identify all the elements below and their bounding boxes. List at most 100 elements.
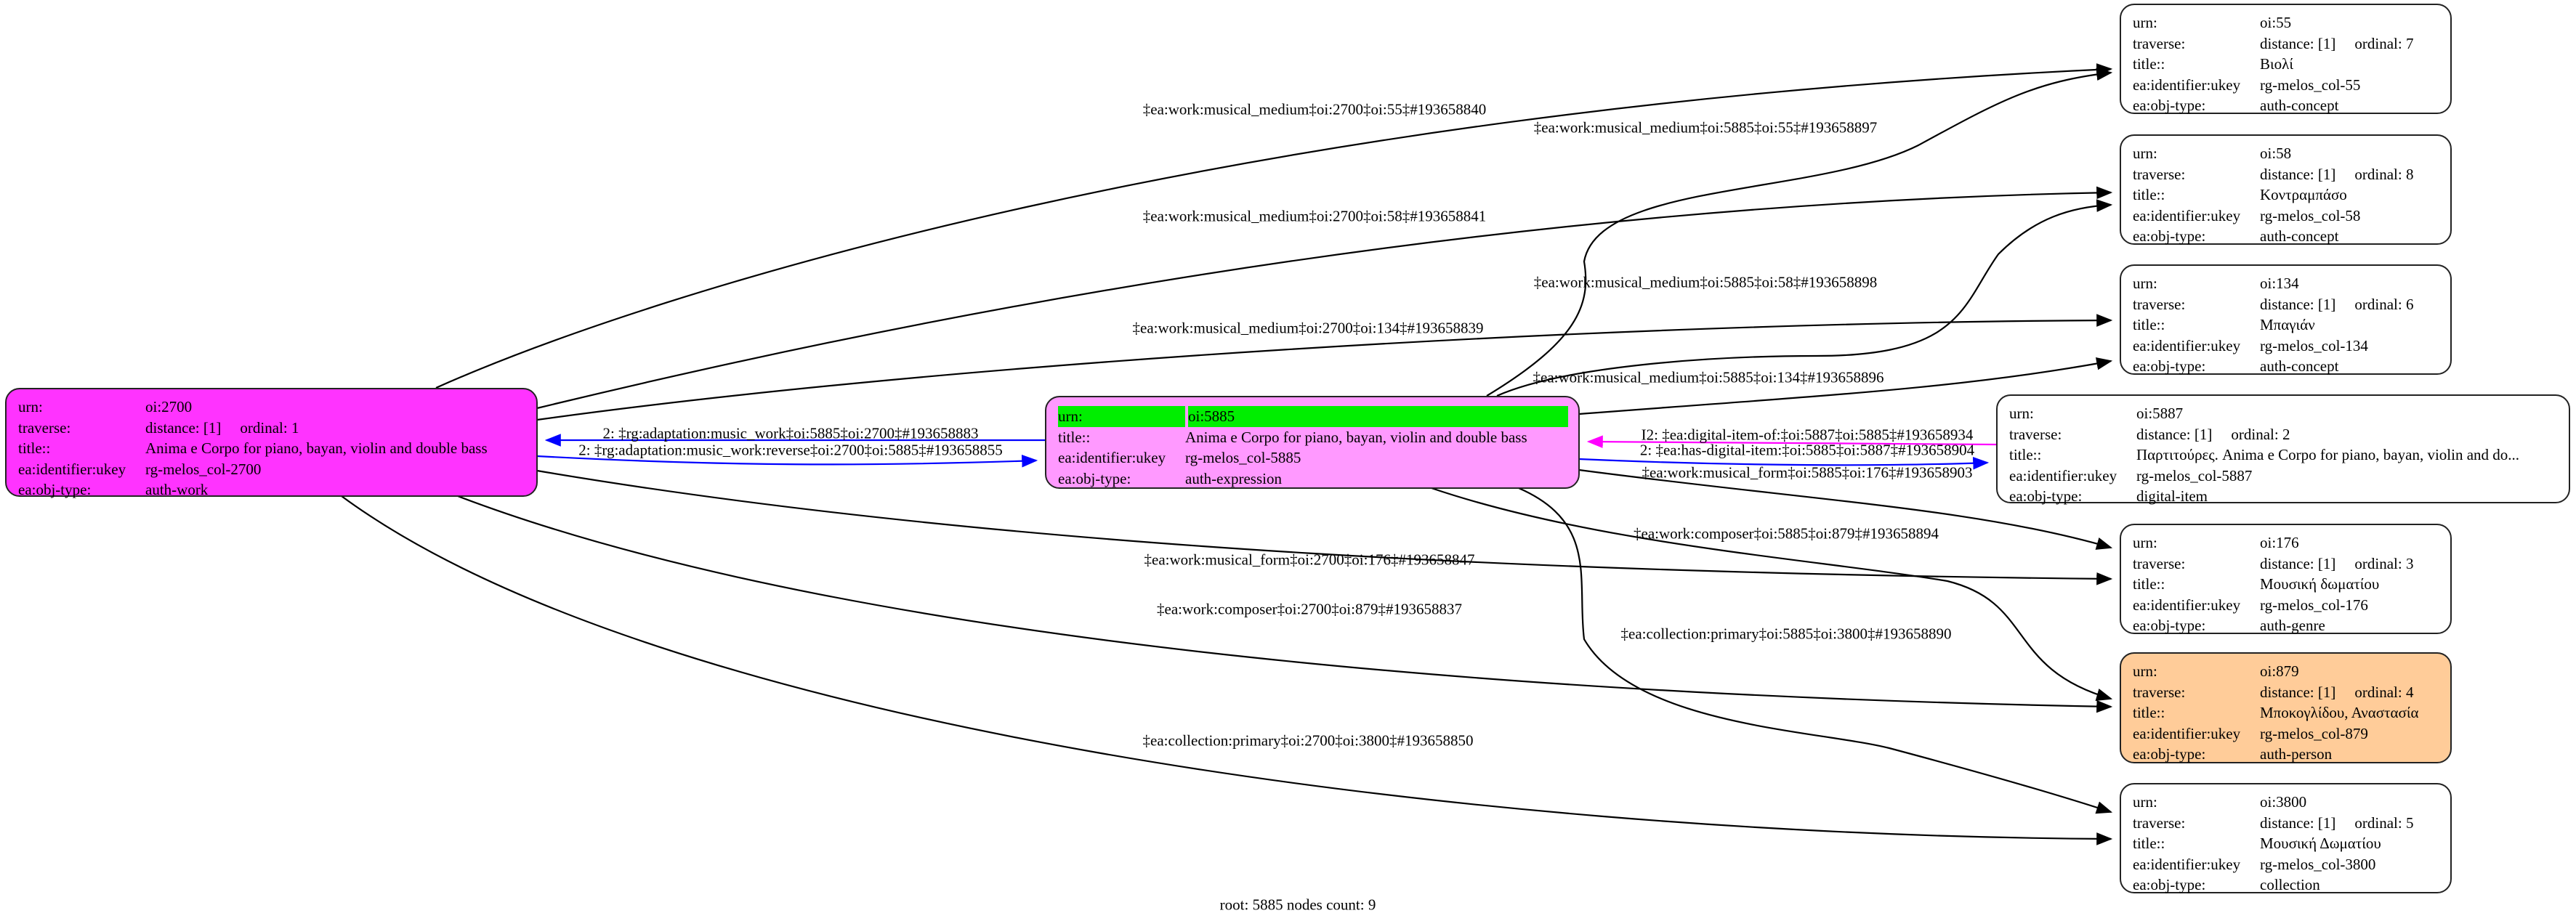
row-value: distance: [1] ordinal: 7 [2260,33,2440,54]
traverse-distance: distance: [1] [2260,34,2336,52]
node-row-title: title::Κοντραμπάσο [2133,184,2440,206]
node-row-traverse: traverse:distance: [1]ordinal: 5 [2133,813,2440,834]
edge-label: ‡ea:work:musical_medium‡oi:5885‡oi:55‡#1… [1533,118,1878,137]
node-row-title: title::Anima e Corpo for piano, bayan, v… [18,438,526,459]
edge-2700-to-55[interactable] [435,63,2113,389]
row-value: distance: [1] ordinal: 1 [145,418,526,439]
traverse-ordinal: ordinal: 6 [2354,295,2414,313]
node-row-urn: urn:oi:5887 [2009,403,2559,424]
row-value: rg-melos_col-55 [2260,76,2361,94]
node-row-obj-type: ea:obj-type:auth-concept [2133,95,2440,116]
row-key: urn: [2133,275,2157,292]
row-value: Μποκογλίδου, Αναστασία [2260,704,2419,721]
row-value: rg-melos_col-879 [2260,724,2368,742]
row-key: title:: [1058,428,1091,446]
traverse-distance: distance: [1] [2136,425,2213,443]
edge-5885-to-134[interactable] [1578,357,2113,415]
row-key: ea:obj-type: [2133,227,2206,245]
row-key: ea:identifier:ukey [2133,724,2241,742]
edge-5885-to-58[interactable] [1496,199,2113,397]
traverse-distance: distance: [1] [2260,683,2336,701]
row-key: ea:identifier:ukey [18,460,126,478]
edge-5885-to-5887[interactable] [1578,456,1990,470]
row-value: auth-person [2260,745,2333,763]
row-value: oi:2700 [145,398,193,415]
edge-label: 2: ‡ea:has-digital-item:‡oi:5885‡oi:5887… [1639,441,1975,459]
row-key: ea:identifier:ukey [2133,76,2241,94]
row-key: ea:identifier:ukey [1058,449,1166,466]
traverse-distance: distance: [1] [2260,554,2336,572]
row-value: auth-genre [2260,617,2325,634]
row-value: rg-melos_col-58 [2260,206,2361,224]
traverse-ordinal: ordinal: 1 [240,418,299,437]
row-value: rg-melos_col-3800 [2260,855,2376,873]
row-value: auth-expression [1185,469,1282,487]
node-row-traverse: traverse:distance: [1]ordinal: 1 [18,418,526,439]
row-key: traverse: [2133,165,2186,183]
row-value: digital-item [2136,487,2208,505]
traverse-distance: distance: [1] [145,418,222,437]
row-key: traverse: [2009,425,2062,443]
edge-2700-to-176[interactable] [536,469,2113,585]
edge-label: 2: ‡rg:adaptation:music_work:reverse‡oi:… [578,441,1003,459]
row-key: traverse: [2133,814,2186,832]
row-value: distance: [1]ordinal: 4 [2260,682,2440,703]
row-key: traverse: [2133,34,2186,52]
row-key: urn: [1058,406,1185,427]
edge-2700-to-3800[interactable] [341,495,2113,845]
row-value: distance: [1]ordinal: 6 [2260,294,2440,315]
row-key: ea:identifier:ukey [2133,596,2241,614]
row-value: Παρτιτούρες. Anima e Corpo for piano, ba… [2136,446,2520,463]
edge-label: ‡ea:collection:primary‡oi:2700‡oi:3800‡#… [1142,731,1474,750]
node-row-traverse: traverse:distance: [1]ordinal: 6 [2133,294,2440,315]
row-value: rg-melos_col-176 [2260,596,2368,614]
node-row-title: title::Μπαγιάν [2133,315,2440,336]
node-row-traverse: traverse: distance: [1] ordinal: 7 [2133,33,2440,54]
row-value: Anima e Corpo for piano, bayan, violin a… [1185,428,1527,446]
edge-2700-to-5885[interactable] [536,454,1038,468]
edge-5885-to-176[interactable] [1578,468,2113,550]
node-row-traverse: traverse:distance: [1]ordinal: 8 [2133,164,2440,185]
node-row-obj-type: ea:obj-type:auth-concept [2133,226,2440,247]
edge-label: ‡ea:work:musical_form‡oi:5885‡oi:176‡#19… [1642,463,1973,482]
traverse-ordinal: ordinal: 3 [2354,554,2414,572]
row-key: title:: [2133,575,2165,593]
node-row-title: title::Anima e Corpo for piano, bayan, v… [1058,427,1568,448]
edge-5887-to-5885[interactable] [1586,435,1997,448]
row-value: Μουσική δωματίου [2260,575,2380,593]
row-key: title:: [2133,316,2165,333]
row-key: ea:obj-type: [2133,745,2206,763]
traverse-ordinal: ordinal: 5 [2354,814,2414,832]
row-key: title:: [2133,186,2165,203]
row-key: urn: [2009,405,2034,422]
edge-2700-to-134[interactable] [536,314,2113,421]
edge-5885-to-3800[interactable] [1518,487,2113,814]
edge-label: ‡ea:work:musical_medium‡oi:2700‡oi:134‡#… [1132,319,1484,337]
row-value: Μουσική Δωματίου [2260,835,2381,852]
row-value: Anima e Corpo for piano, bayan, violin a… [145,439,488,457]
edge-5885-to-55[interactable] [1486,68,2113,397]
node-row-urn: urn: oi:2700 [18,397,526,418]
traverse-ordinal: ordinal: 7 [2354,34,2414,52]
edge-2700-to-879[interactable] [457,495,2113,713]
edge-5885-to-879[interactable] [1431,487,2113,701]
node-row-title: title::Παρτιτούρες. Anima e Corpo for pi… [2009,445,2559,466]
edge-2700-to-58[interactable] [536,186,2113,410]
row-key: urn: [18,398,43,415]
node-row-ukey: ea:identifier:ukey rg-melos_col-176 [2133,595,2440,616]
row-key: title:: [2009,446,2042,463]
node-row-traverse: traverse:distance: [1]ordinal: 4 [2133,682,2440,703]
